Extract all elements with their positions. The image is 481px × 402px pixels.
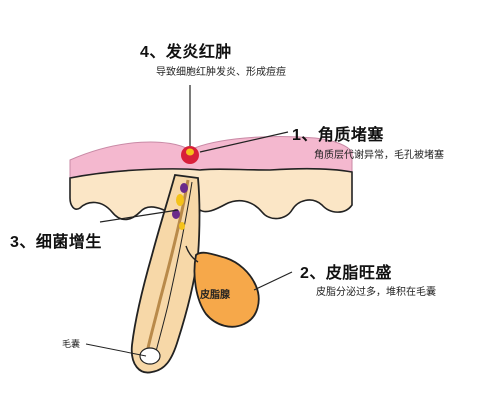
sebaceous-gland-label: 皮脂腺 (200, 290, 230, 301)
follicle-label: 毛囊 (62, 339, 81, 349)
hair-shaft (144, 179, 190, 359)
leader-line-follicle (85, 343, 147, 357)
leader-line-sebum (253, 271, 293, 291)
sebum-title: 2、皮脂旺盛 (300, 265, 392, 282)
keratin-subtitle: 角质层代谢异常，毛孔被堵塞 (314, 150, 444, 161)
inflammation-subtitle: 导致细胞红肿发炎、形成痘痘 (156, 67, 286, 78)
inflammation-title: 4、发炎红肿 (140, 44, 232, 61)
keratin-title: 1、角质堵塞 (292, 127, 384, 144)
bacteria-cluster (180, 183, 188, 193)
bacteria-title: 3、细菌增生 (10, 234, 102, 251)
leader-line-bacteria (99, 209, 179, 223)
sebaceous-gland (193, 251, 260, 328)
leader-line-keratin (199, 131, 289, 153)
sebum-subtitle: 皮脂分泌过多，堆积在毛囊 (316, 287, 436, 298)
hair-bulb (139, 347, 161, 365)
dermis-layer (69, 167, 353, 234)
